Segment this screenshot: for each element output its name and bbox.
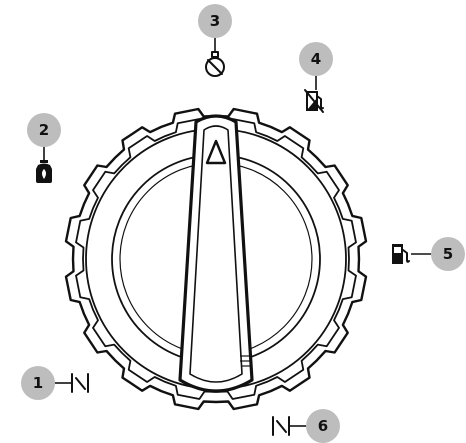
position-3: 3 bbox=[198, 4, 232, 76]
position-6: 6 bbox=[273, 409, 340, 443]
callout-number-2: 2 bbox=[39, 121, 49, 139]
callout-number-5: 5 bbox=[443, 245, 453, 263]
callout-number-6: 6 bbox=[318, 417, 328, 435]
position-5: 5 bbox=[392, 237, 465, 271]
fuel-pump-icon bbox=[392, 244, 409, 264]
callout-number-4: 4 bbox=[311, 50, 321, 68]
selector-knob[interactable] bbox=[66, 109, 366, 409]
position-2: 2 bbox=[27, 113, 61, 183]
callout-number-1: 1 bbox=[33, 374, 43, 392]
callout-number-3: 3 bbox=[210, 12, 220, 30]
off-symbol-icon bbox=[72, 374, 88, 392]
position-4: 4 bbox=[299, 42, 333, 112]
gas-bottle-crossed-icon bbox=[206, 52, 224, 76]
position-1: 1 bbox=[21, 366, 88, 400]
gas-bottle-icon bbox=[36, 160, 52, 183]
off-symbol-icon bbox=[273, 417, 289, 435]
fuel-pump-crossed-icon bbox=[305, 90, 323, 112]
